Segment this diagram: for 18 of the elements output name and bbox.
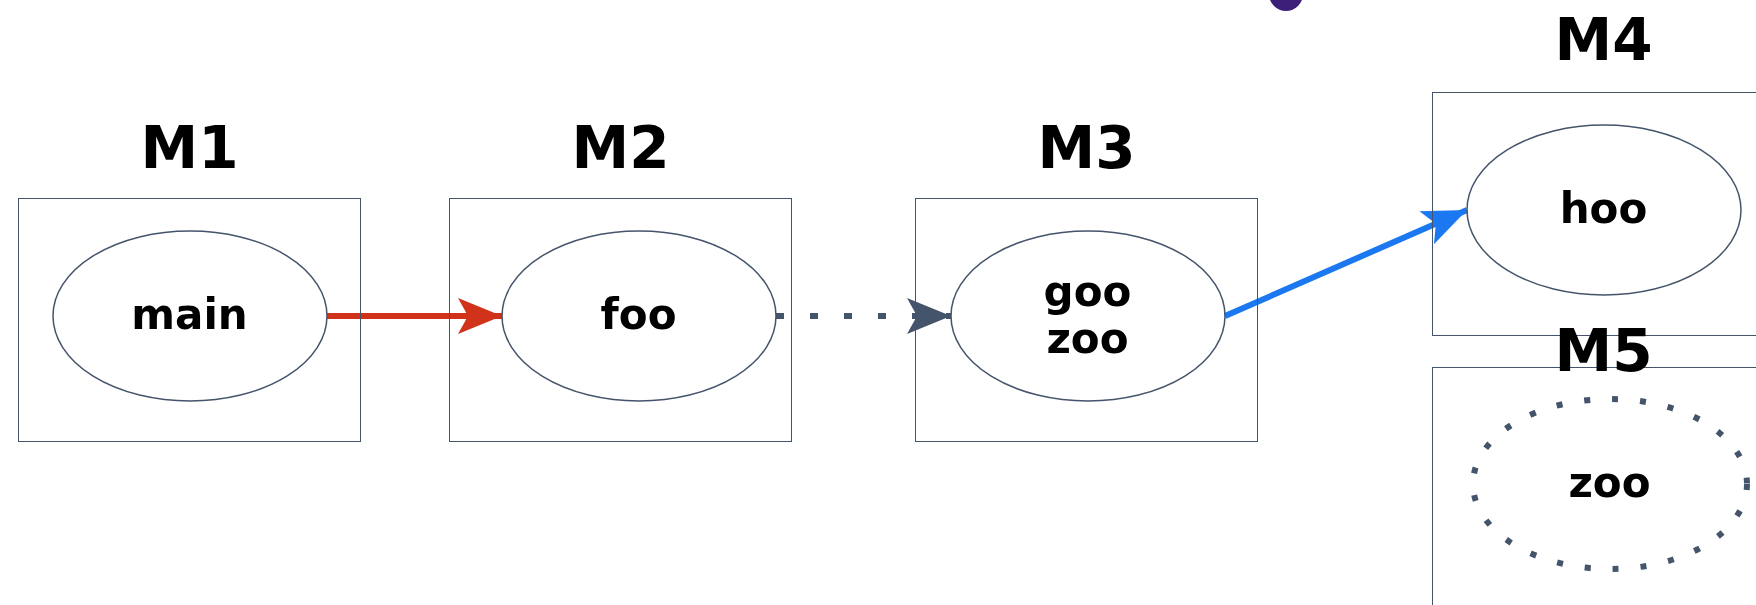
arrow [776, 298, 951, 334]
cluster-title: M1 [139, 119, 240, 177]
node-label: hoo [1558, 186, 1649, 233]
ellipse [1466, 124, 1741, 295]
node-label: goo zoo [1042, 269, 1133, 362]
cluster-title: M2 [570, 119, 671, 177]
dotted-ellipse [1472, 398, 1747, 569]
ellipse [52, 230, 327, 401]
node-label: foo [599, 292, 678, 339]
cluster-title: M5 [1553, 322, 1654, 380]
ellipse [950, 230, 1225, 401]
ellipse [501, 230, 776, 401]
node-label: main [130, 292, 249, 339]
cluster-title: M3 [1036, 119, 1137, 177]
node-label: zoo [1567, 460, 1652, 507]
cluster-title: M4 [1553, 11, 1654, 69]
arrow [327, 298, 502, 334]
arrow [1223, 207, 1469, 319]
